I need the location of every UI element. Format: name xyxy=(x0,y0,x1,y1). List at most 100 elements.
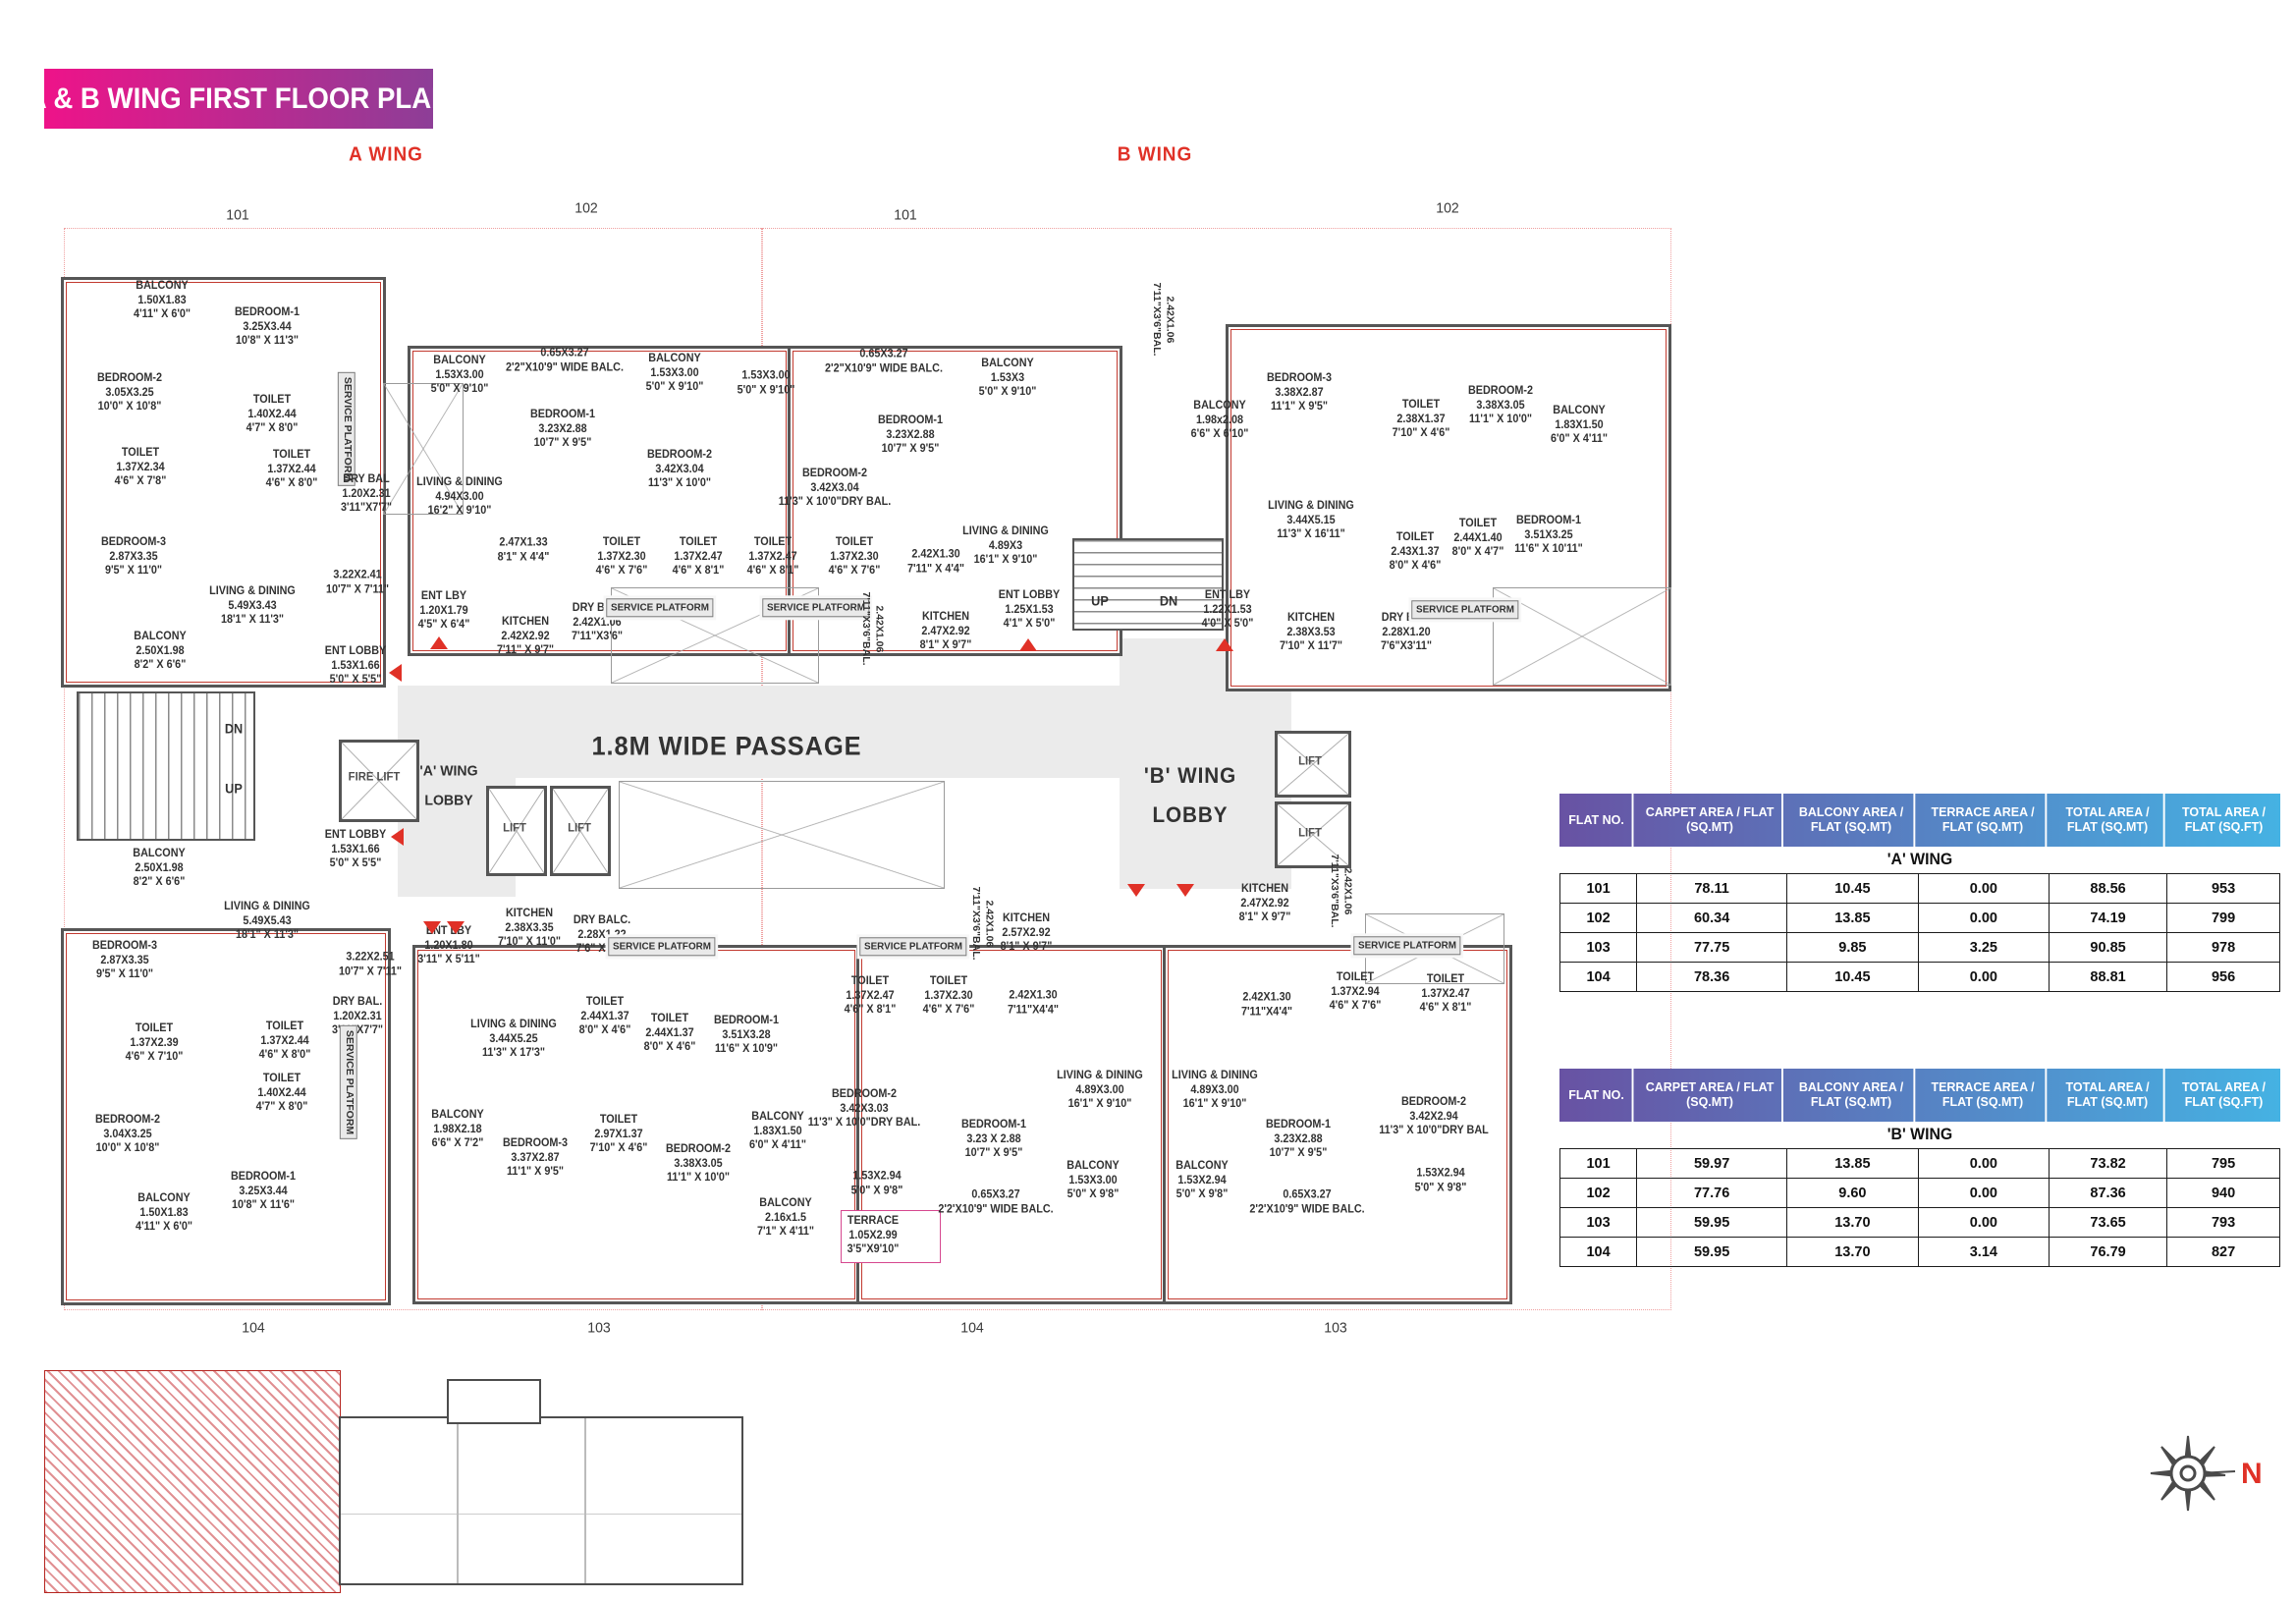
table-cell: 88.56 xyxy=(2049,873,2168,904)
table-header-cell: TOTAL AREA / FLAT (SQ.MT) xyxy=(2051,794,2165,847)
room-label: TOILET 2.97X1.37 7'10" X 4'6" xyxy=(589,1113,648,1155)
room-label: BALCONY 1.53X3 5'0" X 9'10" xyxy=(978,357,1037,399)
room-label: ENT LOBBY 1.53X1.66 5'0" X 5'5" xyxy=(324,644,387,687)
room-label: ENT LOBBY 1.53X1.66 5'0" X 5'5" xyxy=(324,828,387,870)
room-label: TOILET 2.43X1.37 8'0" X 4'6" xyxy=(1389,530,1442,573)
room-label: 1.8M WIDE PASSAGE xyxy=(591,731,862,761)
room-label: 'B' WING xyxy=(1143,762,1237,788)
table-cell: 102 xyxy=(1558,1178,1638,1208)
room-label: 2.42X1.06 7'11"X3'6"BAL. xyxy=(860,591,886,666)
room-label: TOILET 1.37X2.30 4'6" X 7'6" xyxy=(828,535,881,578)
room-label: BEDROOM-2 3.42X3.03 11'3" X 10'0"DRY BAL… xyxy=(807,1087,921,1130)
table-cell: 0.00 xyxy=(1917,1178,2050,1208)
room-label: LOBBY xyxy=(424,792,473,809)
room-label: BALCONY 2.50X1.98 8'2" X 6'6" xyxy=(133,847,186,889)
table-cell: 104 xyxy=(1558,1237,1638,1267)
room-label: TOILET 2.44X1.37 8'0" X 4'6" xyxy=(643,1012,696,1054)
room-label: KITCHEN 2.47X2.92 8'1" X 9'7" xyxy=(1238,882,1291,924)
lift-box-b1 xyxy=(1275,731,1351,798)
room-label: BEDROOM-2 3.05X3.25 10'0" X 10'8" xyxy=(96,371,163,414)
entry-arrow-icon xyxy=(447,921,465,934)
room-label: 0.65X3.27 2'2'X10'9" WIDE BALC. xyxy=(938,1188,1054,1215)
table-header-cell: TOTAL AREA / FLAT (SQ.FT) xyxy=(2181,1079,2267,1109)
room-label: UP xyxy=(1091,593,1109,609)
room-label: 2.42X1.06 7'11"X3'6"BAL. xyxy=(1329,854,1354,928)
room-label: 3.22X2.41 10'7" X 7'11" xyxy=(325,569,390,595)
entry-arrow-icon xyxy=(1127,884,1145,897)
table-cell: 59.97 xyxy=(1636,1148,1788,1179)
entry-arrow-icon xyxy=(391,828,404,846)
room-label: TOILET 1.37X2.94 4'6" X 7'6" xyxy=(1329,970,1382,1013)
table-header-cell: TERRACE AREA / FLAT (SQ.MT) xyxy=(1921,794,2048,847)
title-banner: A & B WING FIRST FLOOR PLAN xyxy=(27,69,451,129)
room-label: BEDROOM-1 3.23X2.88 10'7" X 9'5" xyxy=(877,414,944,456)
table-cell: 953 xyxy=(2166,873,2280,904)
a-wing-staircase xyxy=(77,691,255,841)
key-plan-other-wings-notch xyxy=(447,1379,541,1424)
room-label: TOILET 1.37X2.47 4'6" X 8'1" xyxy=(672,535,725,578)
room-label: LIFT xyxy=(503,820,526,835)
room-label: 'A' WING xyxy=(419,762,478,780)
room-label: BALCONY 1.50X1.83 4'11" X 6'0" xyxy=(135,1191,193,1234)
area-table: FLAT NO.CARPET AREA / FLAT (SQ.MT)BALCON… xyxy=(1558,1069,2280,1267)
room-label: ENT LBY 1.22X1.53 4'0" X 5'0" xyxy=(1201,588,1254,631)
room-label: BALCONY 1.53X3.00 5'0" X 9'10" xyxy=(430,354,489,396)
room-label: SERVICE PLATFORM xyxy=(859,937,967,957)
room-label: SERVICE PLATFORM xyxy=(606,598,714,618)
table-cell: 0.00 xyxy=(1917,1207,2050,1238)
room-label: 0.65X3.27 2'2"X10'9" WIDE BALC. xyxy=(506,347,624,373)
room-label: 0.65X3.27 2'2"X10'9" WIDE BALC. xyxy=(825,348,943,374)
room-label: TOILET 1.40X2.44 4'7" X 8'0" xyxy=(255,1072,308,1114)
table-cell: 59.95 xyxy=(1636,1237,1788,1267)
room-label: TOILET 1.37X2.47 4'6" X 8'1" xyxy=(746,535,799,578)
entry-arrow-icon xyxy=(1176,884,1194,897)
room-label: BEDROOM-2 3.04X3.25 10'0" X 10'8" xyxy=(94,1113,161,1155)
room-label: KITCHEN 2.42X2.92 7'11" X 9'7" xyxy=(496,615,555,657)
dimension-label: 103 xyxy=(1324,1319,1347,1337)
room-label: TOILET 1.37X2.47 4'6" X 8'1" xyxy=(844,974,897,1017)
room-label: TOILET 1.37X2.30 4'6" X 7'6" xyxy=(922,974,975,1017)
room-label: TOILET 2.44X1.37 8'0" X 4'6" xyxy=(578,995,631,1037)
flat-outline-a104 xyxy=(61,928,391,1305)
table-cell: 59.95 xyxy=(1636,1207,1788,1238)
room-label: BEDROOM-2 3.42X3.04 11'3" X 10'0" xyxy=(646,448,713,490)
key-plan-other-wings xyxy=(339,1416,743,1585)
room-label: DRY BAL. 2.42X1.06 7'11"X3'6" xyxy=(571,601,624,643)
fire-lift-box xyxy=(339,740,419,822)
room-label: SERVICE PLATFORM xyxy=(608,937,716,957)
table-header-cell: TOTAL AREA / FLAT (SQ.FT) xyxy=(2181,804,2267,834)
dimension-label: 103 xyxy=(587,1319,611,1337)
room-label: BEDROOM-2 3.42X2.94 11'3" X 10'0"DRY BAL xyxy=(1379,1095,1489,1137)
wing-header: A WING xyxy=(349,143,423,166)
dimension-label: 102 xyxy=(1436,199,1459,217)
room-label: BEDROOM-1 3.51X3.25 11'6" X 10'11" xyxy=(1514,514,1583,556)
room-label: KITCHEN 2.57X2.92 8'1" X 9'7" xyxy=(1000,911,1053,954)
room-label: LIVING & DINING 4.89X3.00 16'1" X 9'10" xyxy=(1172,1069,1258,1111)
table-cell: 77.75 xyxy=(1636,932,1788,963)
room-label: LIVING & DINING 3.44X5.25 11'3" X 17'3" xyxy=(470,1018,557,1060)
entry-arrow-icon xyxy=(423,921,441,934)
room-label: KITCHEN 2.38X3.53 7'10" X 11'7" xyxy=(1279,611,1343,653)
entry-arrow-icon xyxy=(430,636,448,649)
room-label: BEDROOM-2 3.42X3.04 11'3" X 10'0"DRY BAL… xyxy=(778,467,892,509)
room-label: BEDROOM-1 3.51X3.28 11'6" X 10'9" xyxy=(713,1014,780,1056)
table-cell: 76.79 xyxy=(2049,1237,2168,1267)
room-label: 2.47X1.33 8'1" X 4'4" xyxy=(497,536,550,563)
room-label: DN xyxy=(224,721,244,737)
room-label: LIFT xyxy=(568,820,591,835)
room-label: SERVICE PLATFORM xyxy=(337,371,356,487)
room-label: ENT LBY 1.20X1.79 4'5" X 6'4" xyxy=(417,589,470,632)
table-cell: 10.45 xyxy=(1786,873,1919,904)
room-label: BALCONY 1.98x2.08 6'6" X 6'10" xyxy=(1190,399,1249,441)
room-label: 1.53X2.94 5'0" X 9'8" xyxy=(850,1170,903,1196)
table-cell: 10.45 xyxy=(1786,962,1919,992)
room-label: 2.42X1.06 7'11"X3'6"BAL. xyxy=(970,886,996,961)
room-label: BEDROOM-3 2.87X3.35 9'5" X 11'0" xyxy=(91,939,158,981)
